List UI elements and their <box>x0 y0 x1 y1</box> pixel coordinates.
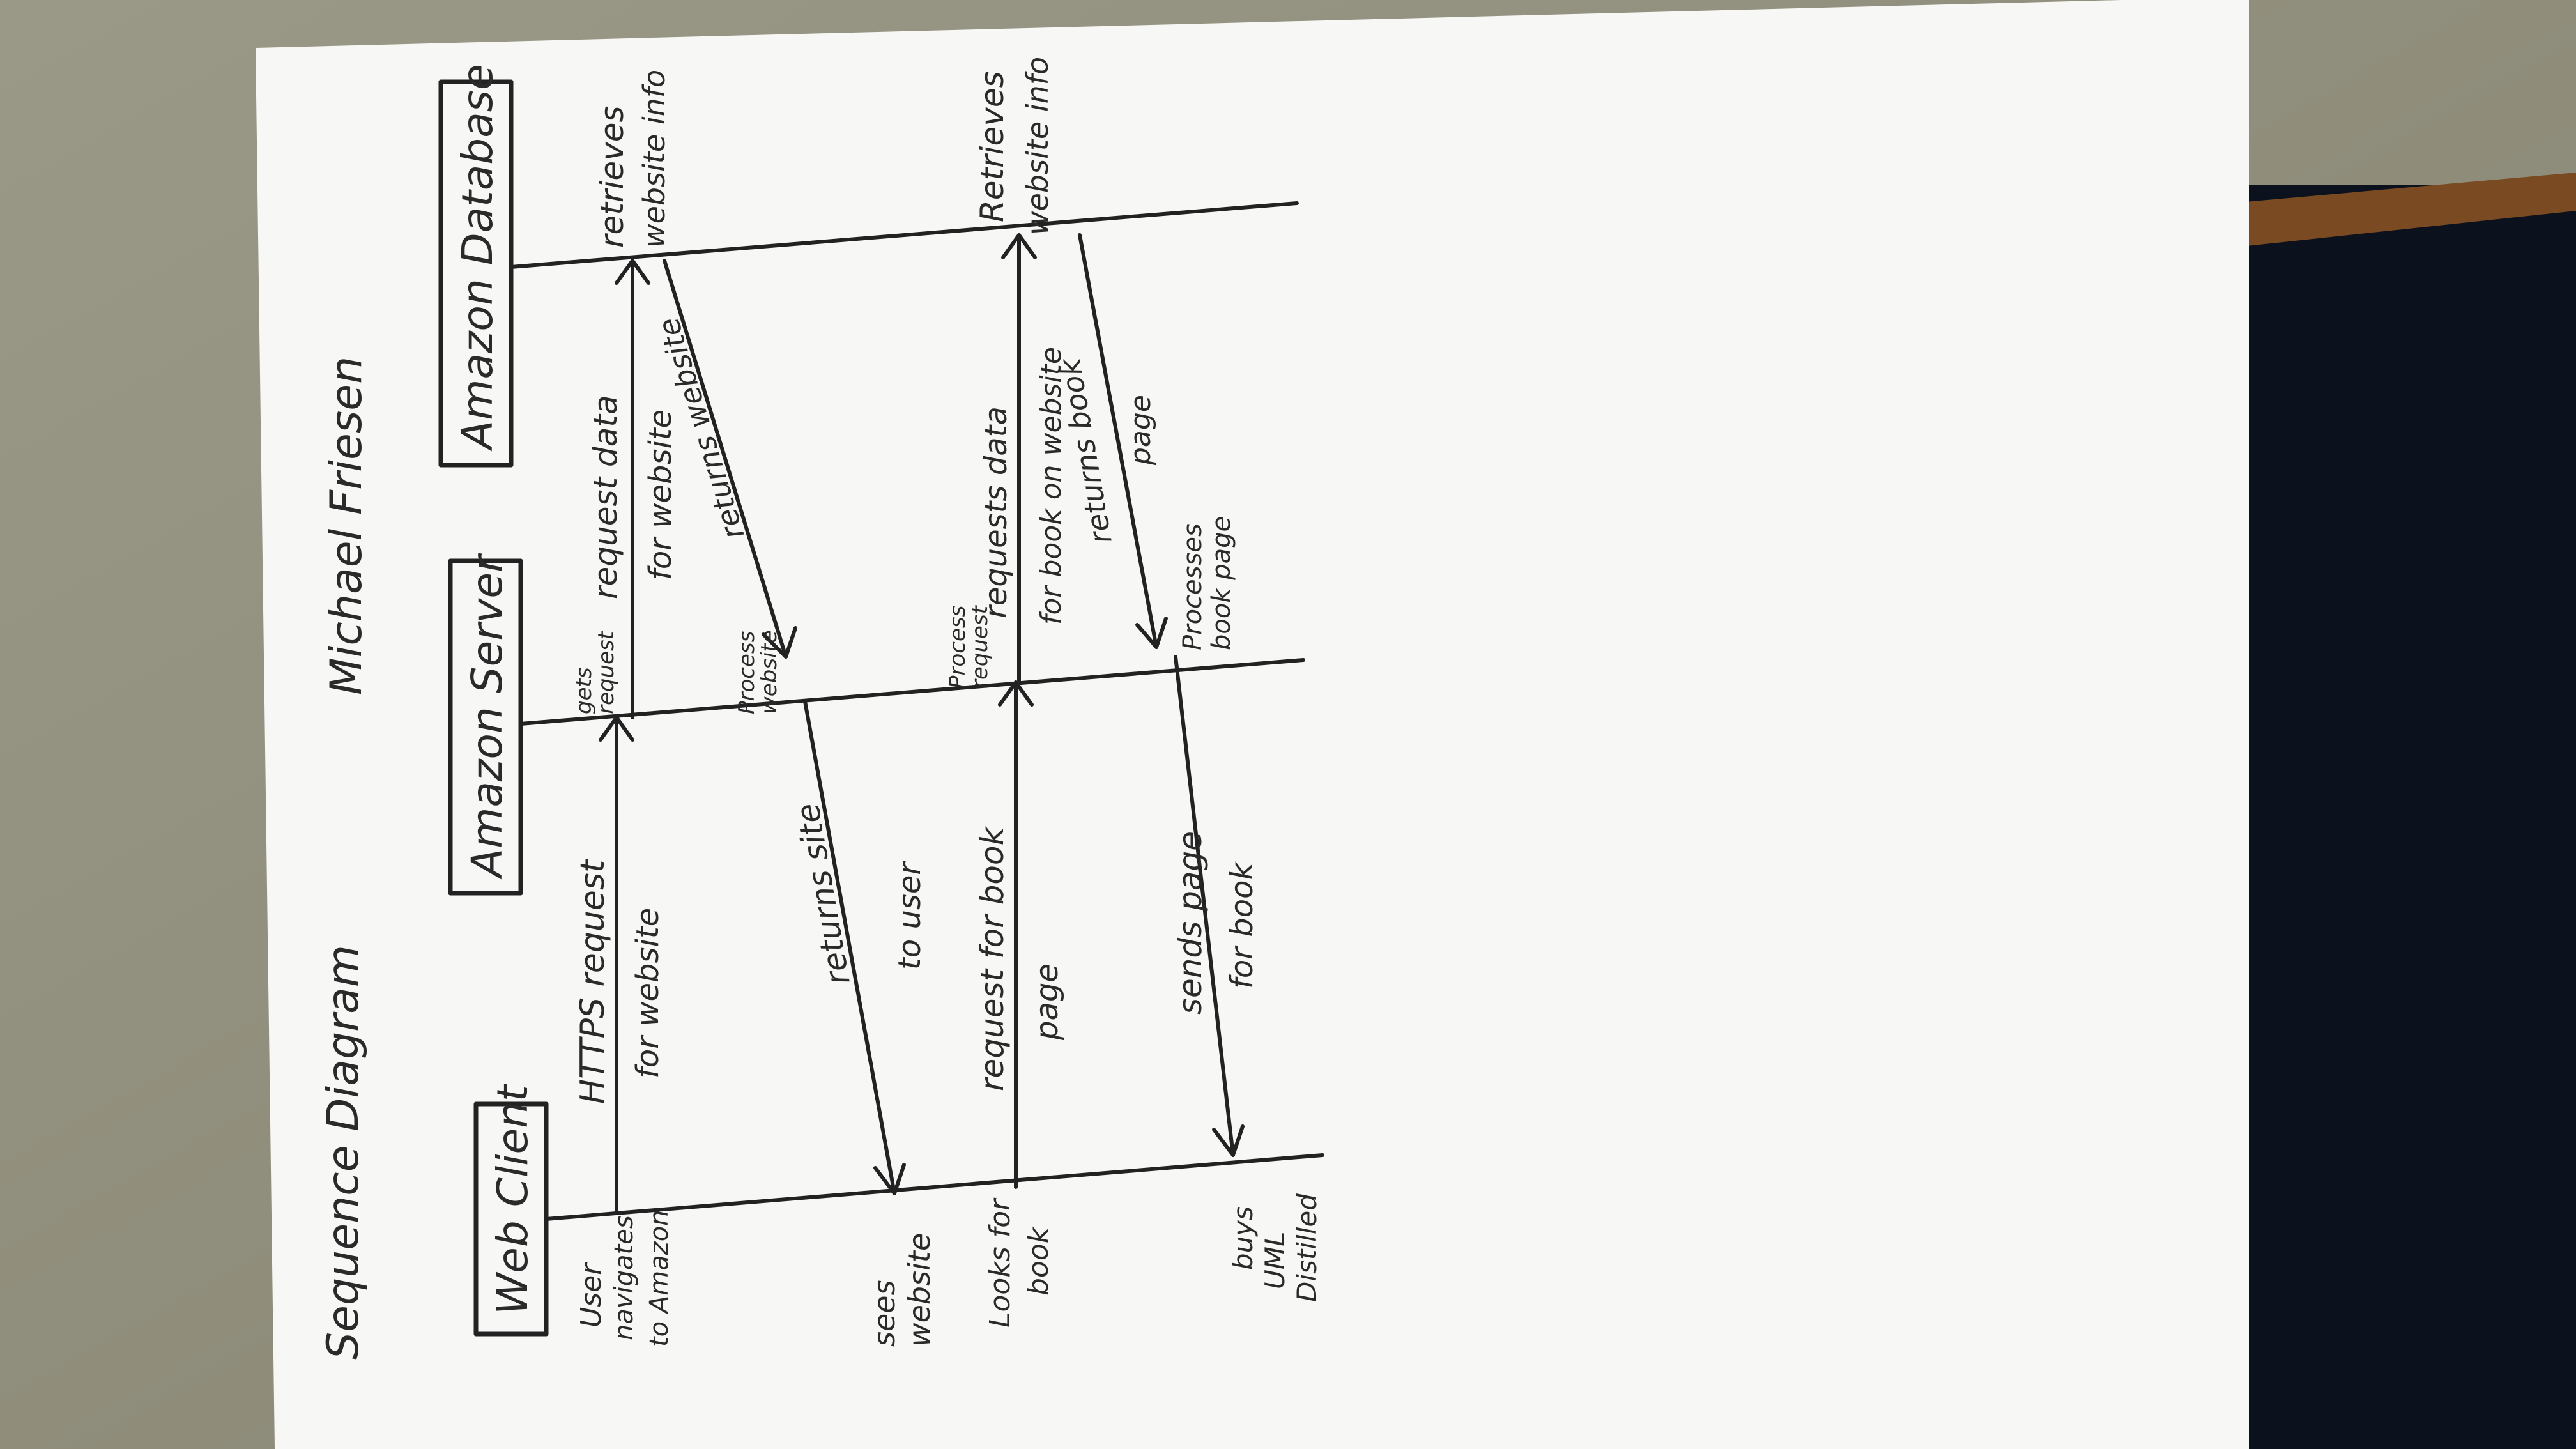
note-user-navigates-line3: to Amazon <box>645 1209 674 1347</box>
author: Michael Friesen <box>321 356 372 695</box>
msg-request-book-line2: page <box>1029 963 1065 1041</box>
note-gets-request-line1: gets <box>571 667 597 714</box>
msg-sends-page-line1: sends page <box>1172 831 1209 1015</box>
note-user-navigates-line2: navigates <box>610 1215 639 1340</box>
note-gets-request-line2: request <box>594 630 619 714</box>
arrowhead <box>873 1163 906 1195</box>
note-sees-website-line1: sees <box>867 1280 901 1347</box>
note-processes-book-page-line2: book page <box>1207 516 1236 650</box>
note-buys-line2: UML <box>1259 1232 1291 1289</box>
participant-box-amazon-server <box>448 558 523 896</box>
note-retrieves-2-line1: Retrieves <box>974 71 1011 222</box>
msg-requests-data-line1: requests data <box>978 406 1014 618</box>
note-process-request-line1: Process <box>945 606 970 689</box>
note-looks-for-book-line1: Looks for <box>984 1197 1016 1328</box>
note-sees-website-line2: website <box>902 1233 937 1347</box>
dark-object <box>2217 185 2576 1449</box>
arrowhead <box>615 259 650 285</box>
note-looks-for-book-line2: book <box>1022 1226 1055 1296</box>
msg-returns-book-line2: page <box>1124 395 1157 466</box>
msg-https-request-line2: for website <box>630 908 666 1078</box>
note-retrieves-2-line2: website info <box>1020 57 1055 235</box>
paper <box>256 0 2249 1449</box>
arrowhead <box>1135 617 1168 649</box>
note-user-navigates-line1: User <box>575 1262 608 1328</box>
msg-https-request-line1: HTTPS request <box>574 859 612 1104</box>
note-retrieves-line1: retrieves <box>594 105 631 248</box>
lifeline-amazon-server <box>519 658 1305 726</box>
msg-requests-data-line2: for book on website <box>1035 347 1068 625</box>
arrowhead <box>998 680 1034 707</box>
note-processes-book-page-line1: Processes <box>1178 523 1208 650</box>
arrow-returns-site <box>803 700 896 1195</box>
arrowhead <box>1001 233 1037 259</box>
note-buys-line3: Distilled <box>1291 1193 1322 1302</box>
arrowhead <box>599 716 634 742</box>
arrow-returns-website <box>663 259 788 659</box>
participant-box-amazon-database <box>438 79 514 468</box>
arrow-sends-page <box>1174 655 1235 1157</box>
participant-label-web-client: Web Client <box>488 1084 537 1315</box>
arrowhead <box>1212 1124 1245 1157</box>
lifeline-amazon-database <box>509 201 1299 269</box>
note-buys-line1: buys <box>1227 1206 1259 1270</box>
msg-returns-site-line2: to user <box>892 861 928 970</box>
msg-sends-page-line2: for book <box>1224 861 1260 989</box>
lifeline-web-client <box>544 1153 1324 1221</box>
participant-label-amazon-database: Amazon Database <box>453 64 502 452</box>
arrow-returns-book-page <box>1078 233 1158 649</box>
participant-label-amazon-server: Amazon Server <box>463 553 512 880</box>
arrowhead <box>762 626 797 659</box>
note-retrieves-line2: website info <box>637 70 671 248</box>
msg-request-data-line2: for website <box>643 410 678 580</box>
wooden-edge <box>2217 172 2576 249</box>
msg-request-book-line1: request for book <box>974 825 1011 1091</box>
msg-request-data-line1: request data <box>587 395 624 599</box>
note-process-website-line2: website <box>756 630 782 714</box>
diagram-content: Sequence Diagram Michael Friesen Web Cli… <box>318 57 1324 1360</box>
note-process-request-line2: request <box>967 604 993 689</box>
note-process-website-line1: Process <box>734 631 760 714</box>
title: Sequence Diagram <box>318 945 369 1360</box>
